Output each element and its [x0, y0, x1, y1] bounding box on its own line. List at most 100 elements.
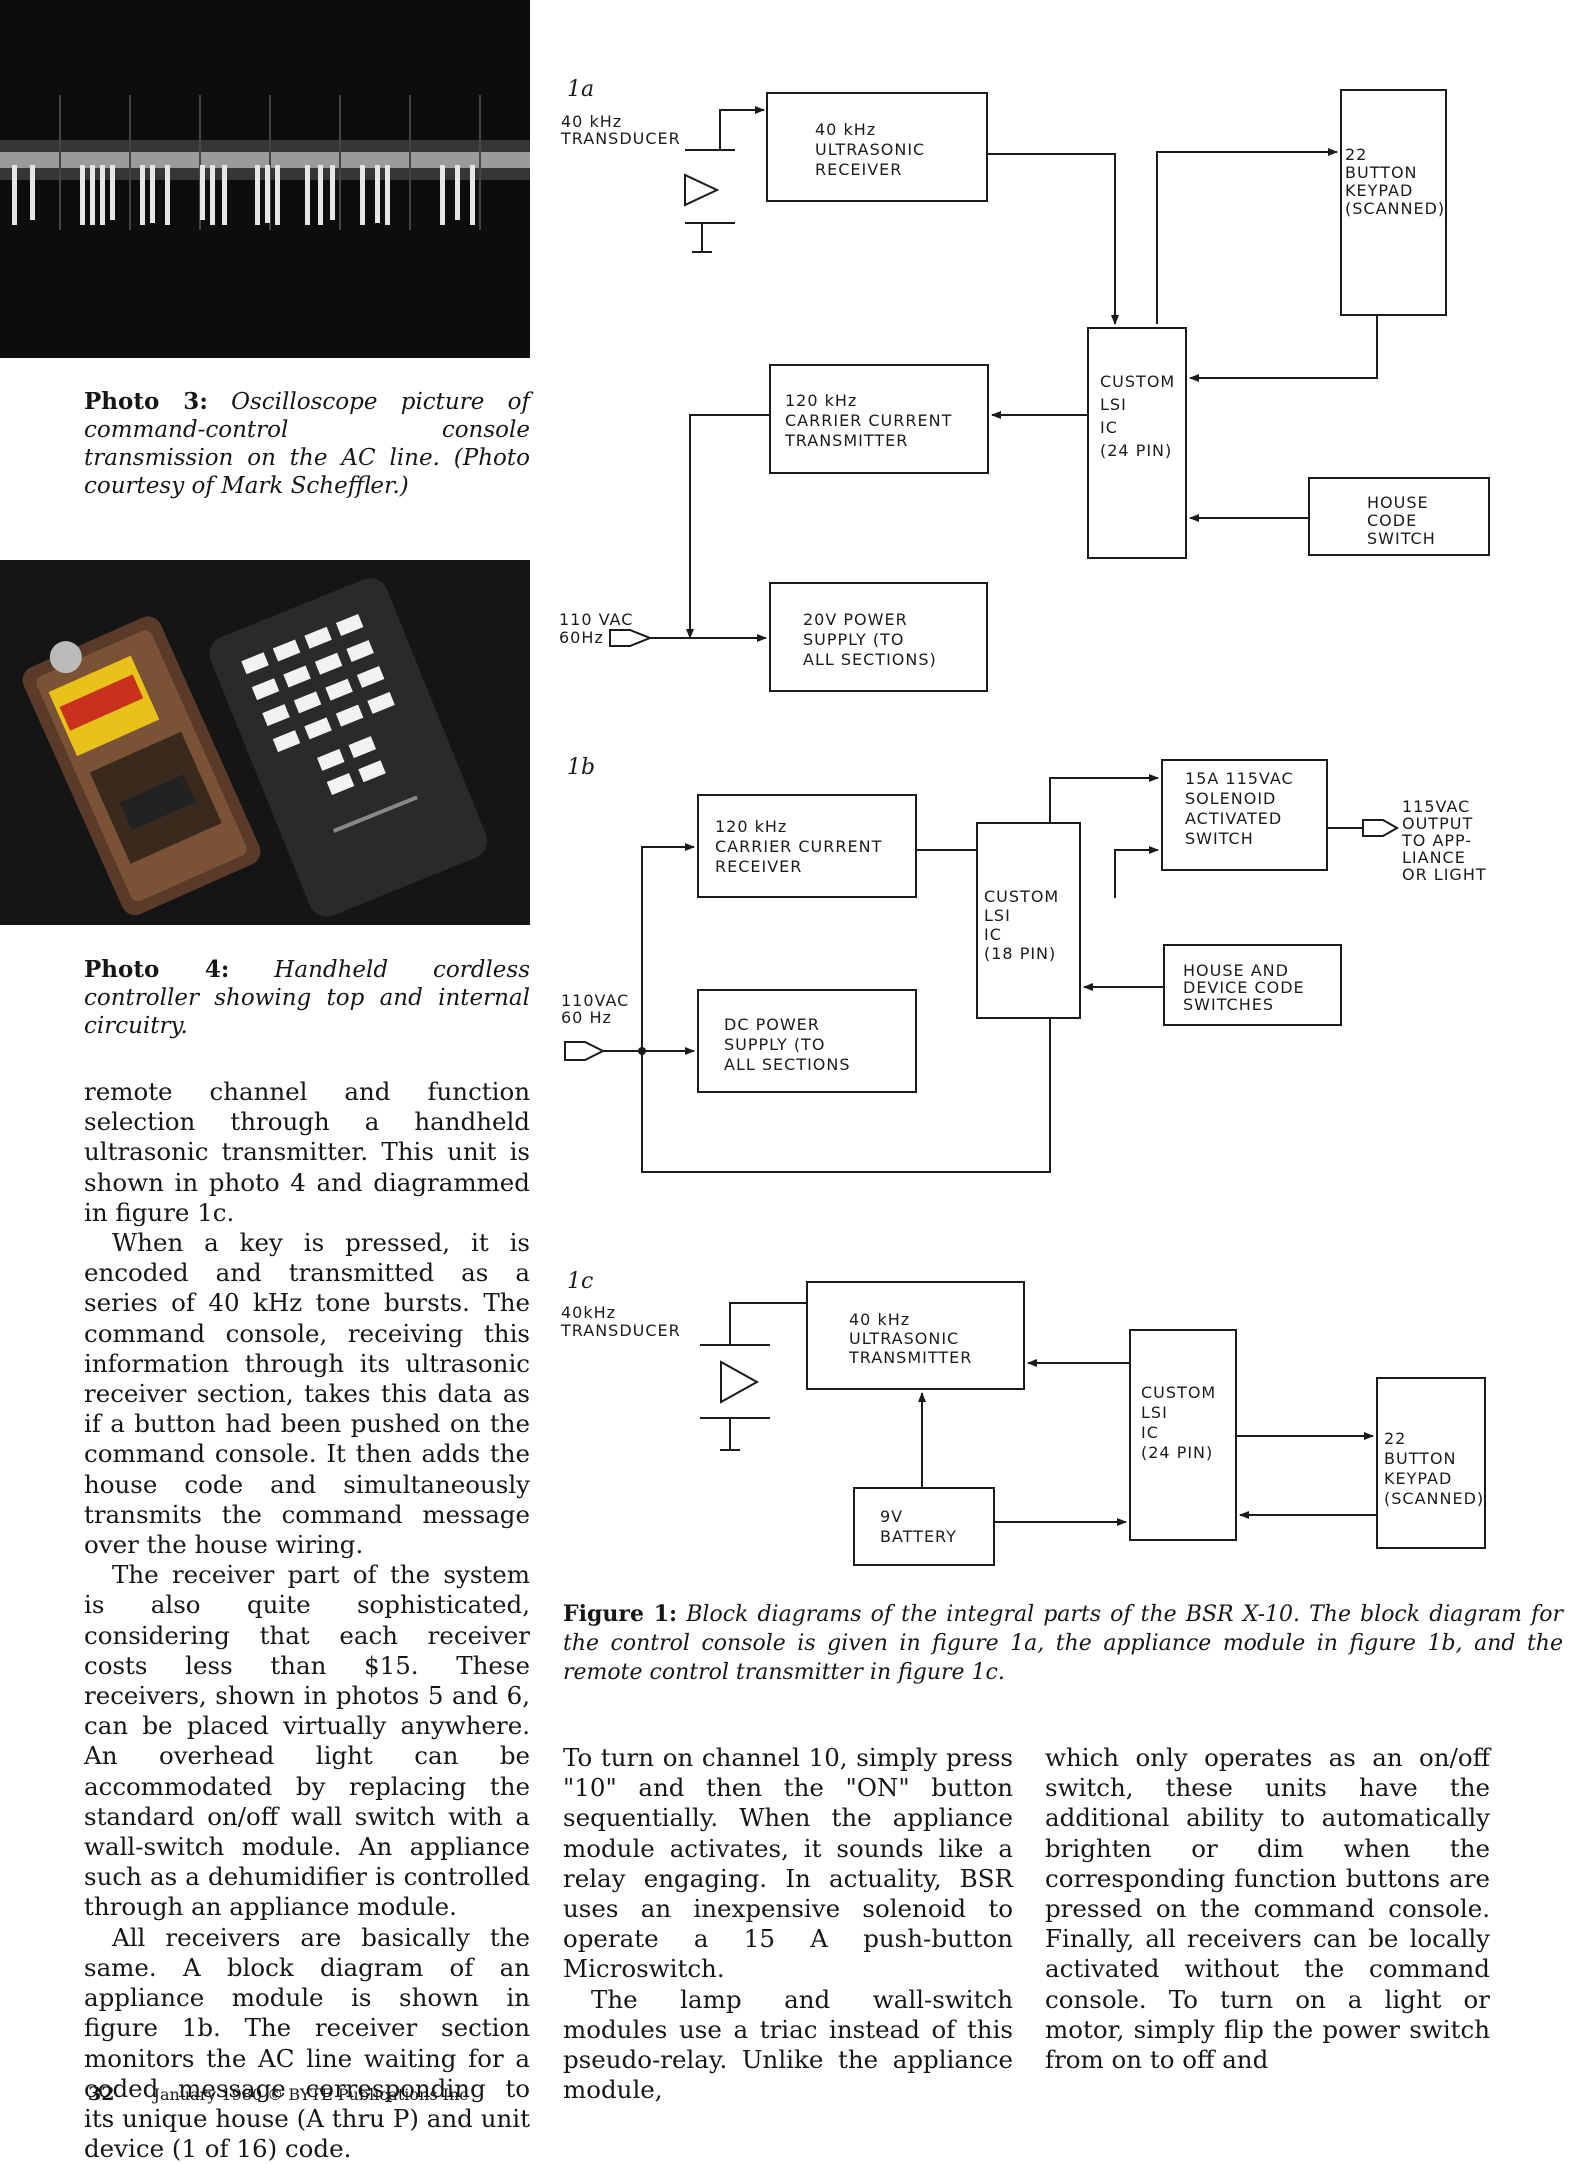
footer-text: January 1980 © BYTE Publications Inc — [153, 2085, 469, 2104]
block-text: BUTTON — [1384, 1449, 1457, 1468]
block-text: KEYPAD — [1345, 181, 1413, 200]
block-text: CARRIER CURRENT — [715, 837, 882, 856]
block-text: (SCANNED) — [1345, 199, 1445, 218]
house-code-switch-block — [1308, 477, 1490, 556]
block-text: TRANSMITTER — [784, 431, 908, 450]
solenoid-switch-block — [1161, 759, 1328, 871]
block-text: (18 PIN) — [984, 944, 1056, 963]
page-footer: 32 January 1980 © BYTE Publications Inc — [88, 2083, 468, 2105]
battery-block — [853, 1487, 995, 1566]
block-text: 20V POWER — [803, 610, 908, 629]
paragraph: To turn on channel 10, simply press "10"… — [563, 1743, 1013, 1984]
block-text: SOLENOID — [1185, 789, 1276, 808]
block-text: CUSTOM — [1141, 1383, 1216, 1402]
keypad-block — [1340, 89, 1447, 316]
block-text: SWITCH — [1367, 529, 1436, 548]
fig1b-label: 1b — [567, 755, 595, 780]
carrier-receiver-block — [697, 794, 917, 898]
output-label: LIANCE — [1402, 848, 1466, 867]
output-label: OR LIGHT — [1402, 865, 1487, 884]
block-text: IC — [984, 925, 1002, 944]
dc-power-supply-block — [697, 989, 917, 1093]
block-text: CUSTOM — [1100, 372, 1175, 391]
block-text: 120 kHz — [715, 817, 787, 836]
ac-input-label: 60Hz — [559, 628, 604, 647]
block-text: TRANSMITTER — [848, 1348, 972, 1367]
block-text: LSI — [1141, 1403, 1168, 1422]
output-label: 115VAC — [1402, 797, 1470, 816]
paragraph: which only operates as an on/off switch,… — [1045, 1743, 1490, 2075]
block-text: CUSTOM — [984, 887, 1059, 906]
block-text: RECEIVER — [715, 857, 802, 876]
photo3-caption-text: Oscilloscope picture of command-control … — [84, 389, 530, 499]
block-text: ALL SECTIONS — [724, 1055, 851, 1074]
block-text: CODE — [1367, 511, 1417, 530]
fig1a-transducer-l2: TRANSDUCER — [560, 129, 681, 148]
block-text: 9V — [880, 1507, 903, 1526]
block-text: CARRIER CURRENT — [785, 411, 952, 430]
block-text: SUPPLY (TO — [803, 630, 904, 649]
block-text: DEVICE CODE — [1183, 978, 1305, 997]
block-text: HOUSE AND — [1183, 961, 1289, 980]
block-text: SWITCHES — [1183, 995, 1274, 1014]
lsi-block — [1087, 327, 1187, 559]
photo3-caption: Photo 3: Oscilloscope picture of command… — [84, 388, 530, 500]
block-text: LSI — [984, 906, 1011, 925]
page-number: 32 — [88, 2083, 115, 2105]
block-text: IC — [1141, 1423, 1159, 1442]
block-text: BUTTON — [1345, 163, 1418, 182]
ultrasonic-receiver-block — [766, 92, 988, 202]
photo4-caption-text: Handheld cordless controller showing top… — [84, 957, 531, 1039]
lsi-18-block — [976, 822, 1081, 1019]
column-1: remote channel and function selection th… — [84, 1077, 530, 2164]
ac-input-label: 60 Hz — [561, 1008, 612, 1027]
block-text: HOUSE — [1367, 493, 1429, 512]
block-text: (24 PIN) — [1141, 1443, 1213, 1462]
block-text: 15A 115VAC — [1185, 769, 1294, 788]
block-text: ULTRASONIC — [849, 1329, 959, 1348]
transducer-label: TRANSDUCER — [560, 1321, 681, 1340]
block-text: SWITCH — [1185, 829, 1254, 848]
photo4-caption-label: Photo 4: — [84, 956, 230, 983]
carrier-transmitter-block — [769, 364, 989, 474]
figure1-caption: Figure 1: Block diagrams of the integral… — [563, 1600, 1563, 1687]
photo4-caption: Photo 4: Handheld cordless controller sh… — [84, 956, 530, 1040]
block-text: DC POWER — [724, 1015, 820, 1034]
block-text: 40 kHz — [849, 1310, 910, 1329]
paragraph: When a key is pressed, it is encoded and… — [84, 1228, 530, 1560]
figure-1-block-diagrams: 1a 40 kHz TRANSDUCER 40 kHz ULTRASONIC R… — [559, 77, 1490, 1566]
ac-input-label: 110VAC — [561, 991, 629, 1010]
fig1a-transducer-l1: 40 kHz — [561, 112, 622, 131]
figure1-caption-text: Block diagrams of the integral parts of … — [563, 1602, 1564, 1685]
block-text: 22 — [1345, 145, 1367, 164]
block-text: 40 kHz — [815, 120, 876, 139]
block-text: (24 PIN) — [1100, 441, 1172, 460]
ac-input-label: 110 VAC — [559, 610, 633, 629]
paragraph: All receivers are basically the same. A … — [84, 1922, 530, 2164]
block-text: ALL SECTIONS) — [803, 650, 937, 669]
oscilloscope-photo — [0, 0, 530, 358]
block-text: ULTRASONIC — [815, 140, 925, 159]
paragraph: The lamp and wall-switch modules use a t… — [563, 1984, 1013, 2105]
column-3: which only operates as an on/off switch,… — [1045, 1743, 1490, 2075]
column-2: To turn on channel 10, simply press "10"… — [563, 1743, 1013, 2105]
ultrasonic-transmitter-block — [806, 1281, 1025, 1390]
figure1-caption-label: Figure 1: — [563, 1601, 678, 1627]
block-text: RECEIVER — [815, 160, 902, 179]
block-text: 22 — [1384, 1429, 1406, 1448]
block-text: KEYPAD — [1384, 1469, 1452, 1488]
output-label: TO APP- — [1401, 831, 1472, 850]
block-text: LSI — [1100, 395, 1127, 414]
fig1a-label: 1a — [567, 77, 594, 102]
transducer-label: 40kHz — [561, 1303, 616, 1322]
paragraph: remote channel and function selection th… — [84, 1077, 530, 1227]
paragraph: The receiver part of the system is also … — [84, 1560, 530, 1922]
power-supply-block — [769, 582, 988, 692]
block-text: ACTIVATED — [1185, 809, 1282, 828]
fig1c-label: 1c — [567, 1269, 593, 1294]
block-text: 120 kHz — [785, 391, 857, 410]
keypad-c-block — [1376, 1377, 1486, 1549]
block-text: (SCANNED) — [1384, 1489, 1484, 1508]
handheld-controller-photo — [0, 560, 530, 925]
block-text: BATTERY — [880, 1527, 957, 1546]
